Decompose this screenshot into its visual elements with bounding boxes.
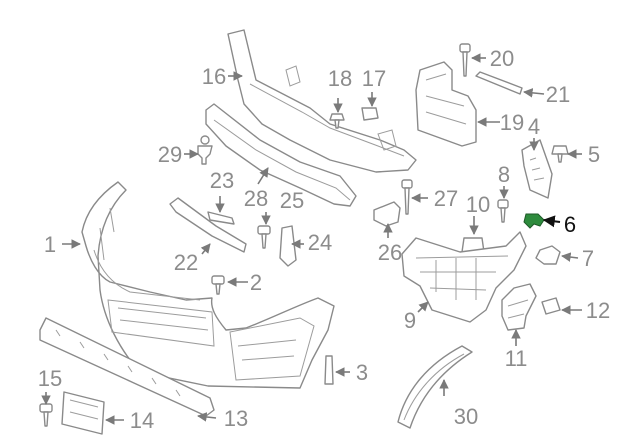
bracket-26 <box>373 201 401 227</box>
callout-25: 25 <box>280 188 304 213</box>
callout-3: 3 <box>356 360 368 385</box>
side-bracket <box>501 283 537 331</box>
bracket-24 <box>279 225 297 267</box>
callout-13: 13 <box>224 406 248 431</box>
grille-4 <box>521 139 553 199</box>
screw-8 <box>497 199 509 223</box>
callout-17: 17 <box>362 66 386 91</box>
bumper-cover <box>81 181 335 389</box>
callout-14: 14 <box>130 408 154 433</box>
callout-26: 26 <box>378 240 402 265</box>
screw-18 <box>329 113 345 129</box>
screw-15 <box>39 403 53 427</box>
callout-11: 11 <box>505 346 528 371</box>
clip-29 <box>197 135 213 165</box>
highlighted-bracket <box>523 213 545 229</box>
clip-12 <box>541 297 561 315</box>
callout-5: 5 <box>588 142 600 167</box>
callout-20: 20 <box>490 46 514 71</box>
clip-17 <box>361 107 379 121</box>
callout-30: 30 <box>454 404 478 429</box>
callout-12: 12 <box>586 298 610 323</box>
wheel-arch-liner <box>397 345 473 429</box>
strip-21 <box>475 71 523 95</box>
callout-28: 28 <box>244 186 268 211</box>
impact-beam <box>227 29 417 173</box>
air-duct <box>415 61 477 147</box>
bracket-7 <box>535 245 561 265</box>
callout-2: 2 <box>250 270 262 295</box>
callout-labels: 1 2 3 4 5 6 7 8 9 10 11 12 13 14 15 16 1… <box>38 46 610 433</box>
callout-4: 4 <box>528 114 540 139</box>
callout-8: 8 <box>498 162 510 187</box>
callout-19: 19 <box>500 110 524 135</box>
lower-trim <box>39 317 215 417</box>
callout-15: 15 <box>38 366 62 391</box>
callout-22: 22 <box>174 250 198 275</box>
callout-18: 18 <box>328 66 352 91</box>
callout-9: 9 <box>404 308 416 333</box>
clip-23 <box>207 211 235 225</box>
callout-24: 24 <box>308 230 332 255</box>
screw-25 <box>257 225 271 249</box>
screw-5 <box>551 145 569 163</box>
callout-21: 21 <box>546 82 570 107</box>
leader-lines <box>41 53 582 425</box>
callout-7: 7 <box>582 246 594 271</box>
callout-16: 16 <box>202 64 226 89</box>
headlamp-mount <box>401 231 527 323</box>
callout-27: 27 <box>434 186 458 211</box>
screw-2 <box>211 275 225 295</box>
screw-27 <box>401 179 413 215</box>
support-bracket <box>205 103 357 207</box>
callout-6: 6 <box>564 212 576 237</box>
callout-10: 10 <box>466 192 490 217</box>
screw-3 <box>324 355 334 385</box>
strip <box>169 197 247 253</box>
callout-1: 1 <box>44 232 56 257</box>
callout-29: 29 <box>158 142 182 167</box>
screw-20 <box>459 43 471 77</box>
callout-23: 23 <box>210 168 234 193</box>
plate-bracket <box>61 391 105 435</box>
